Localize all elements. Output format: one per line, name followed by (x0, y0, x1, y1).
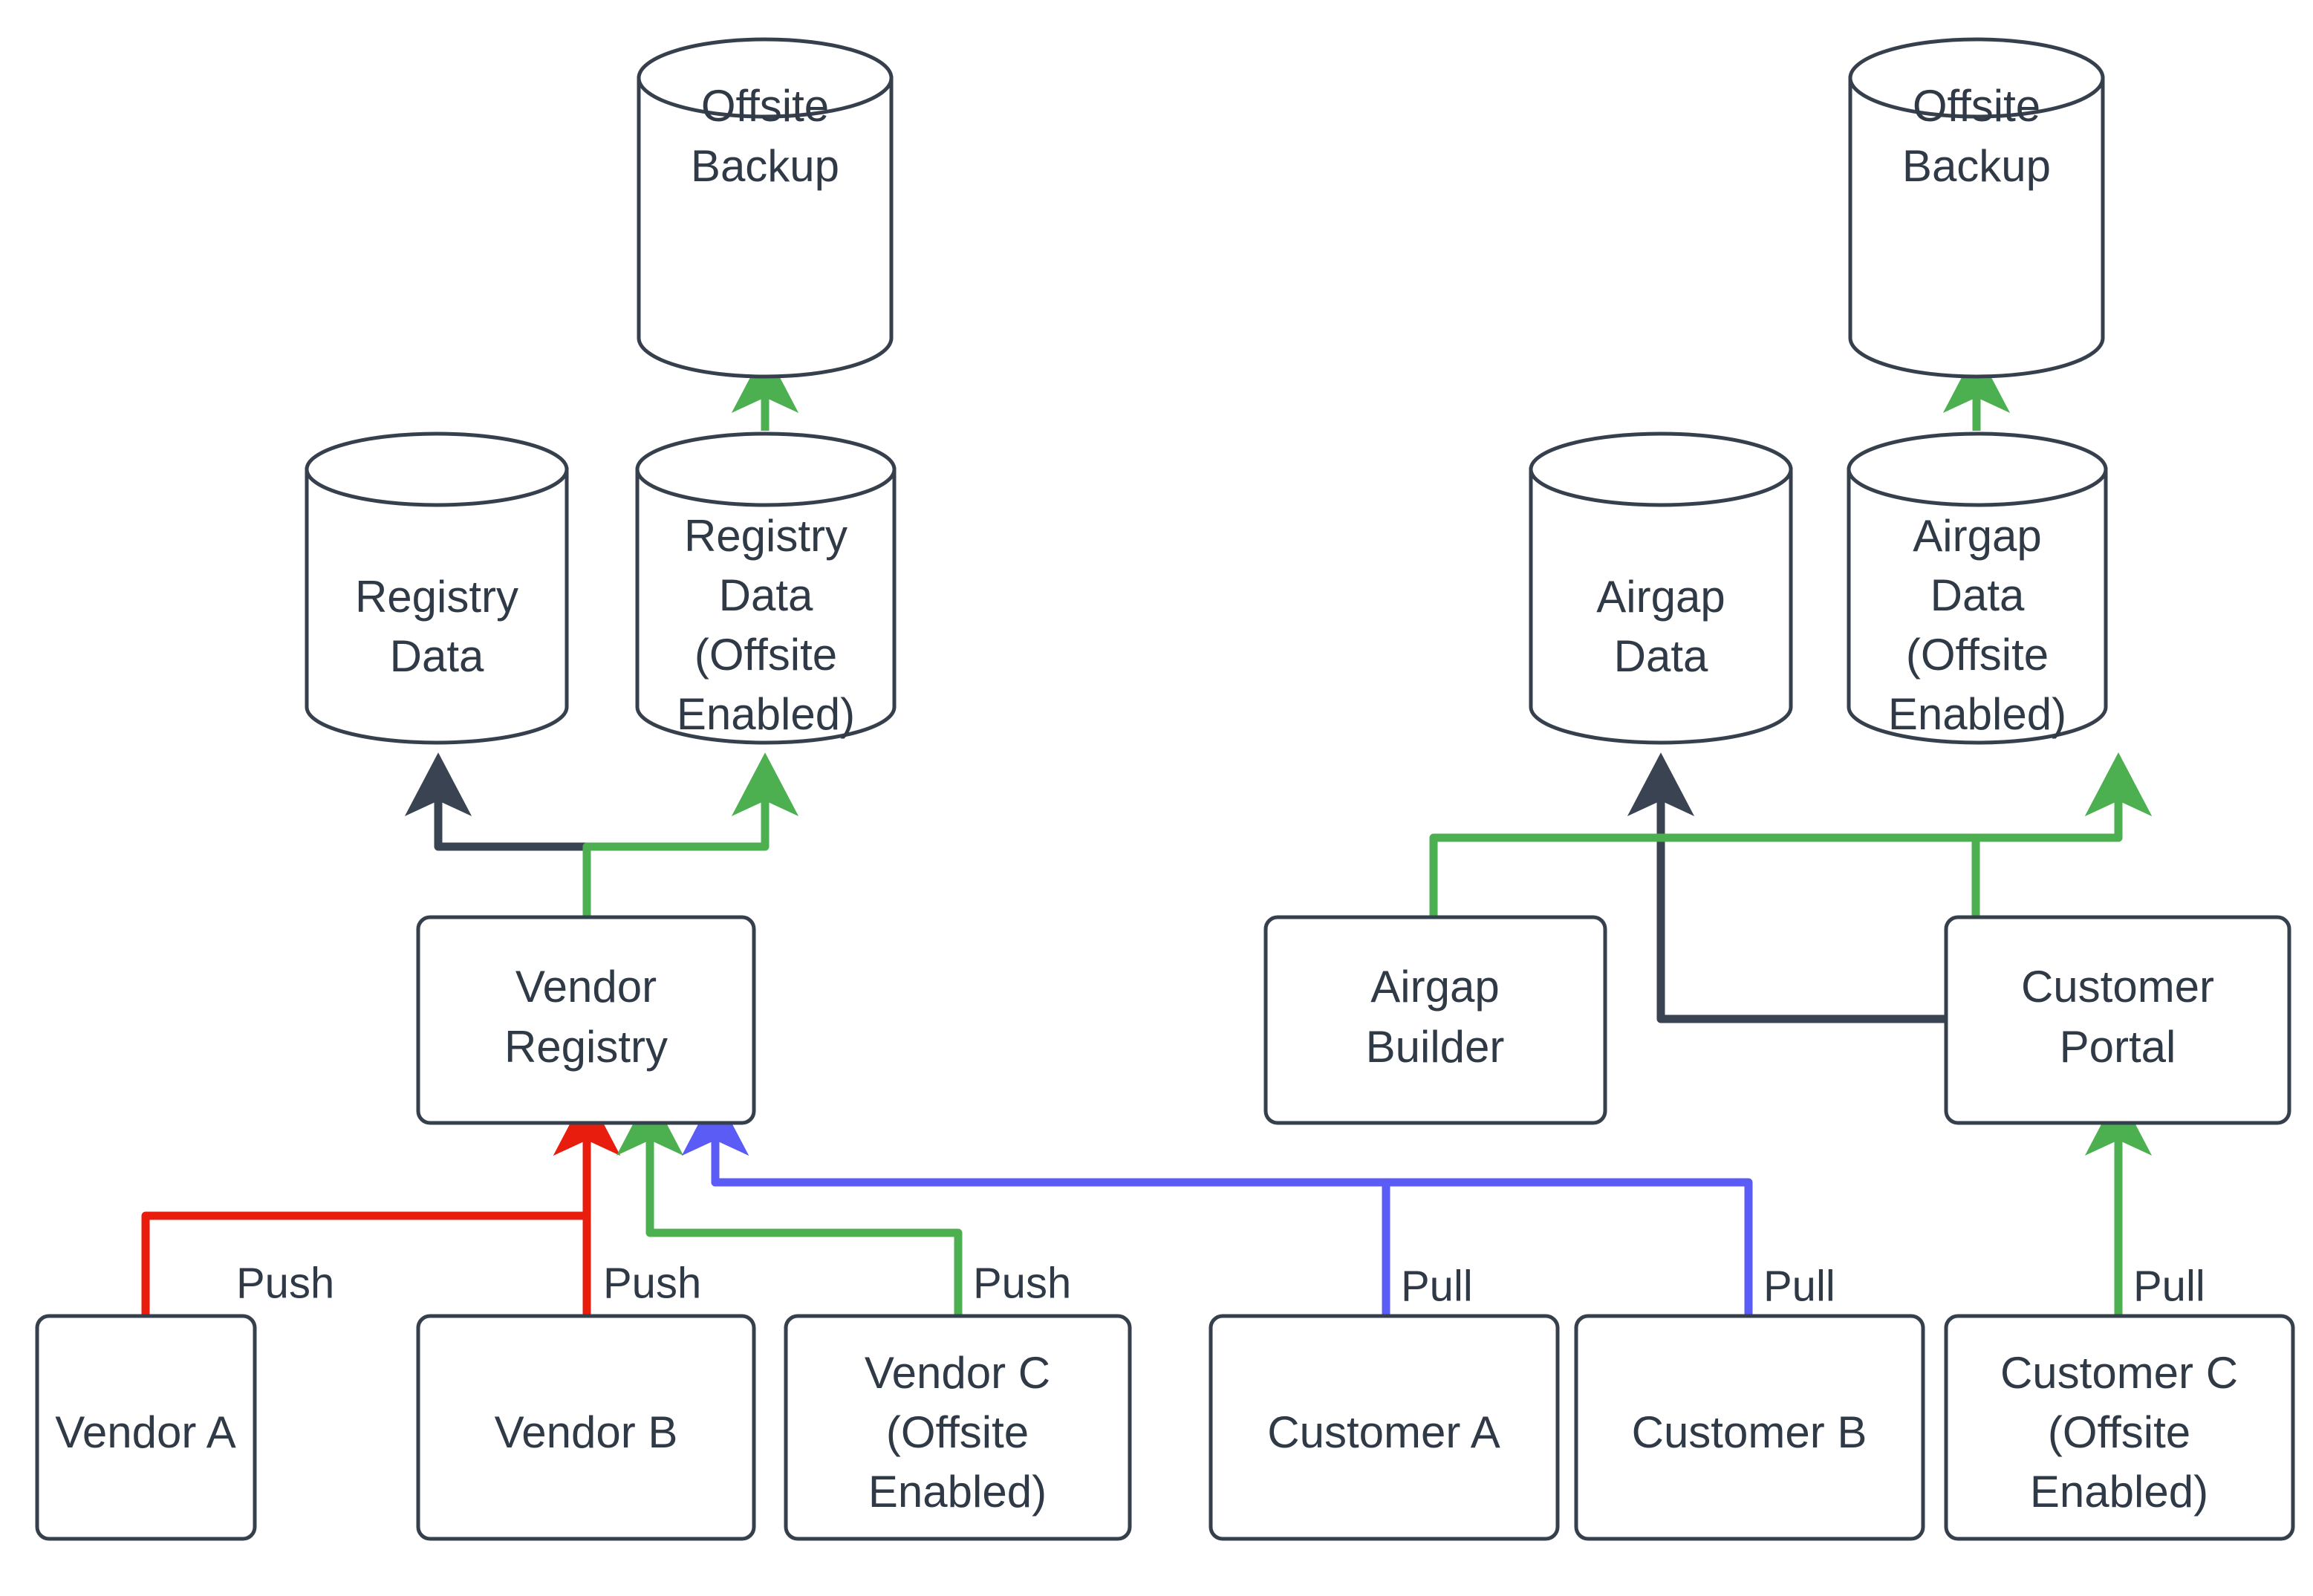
cylinder-top (305, 431, 569, 507)
node-label-line2: Data (719, 570, 813, 620)
node-label-line1: Offsite (701, 81, 829, 131)
node-label-line1: Customer (2021, 962, 2214, 1012)
node-label-line1: Airgap (1913, 511, 2041, 561)
node-label-line3: Enabled) (868, 1467, 1047, 1517)
cylinder-top (1529, 431, 1793, 507)
node-box (784, 1314, 1132, 1541)
cylinder-body (1847, 467, 2108, 745)
node-label-line2: (Offsite (2048, 1407, 2190, 1457)
node-vendor-b[interactable]: Vendor B (416, 1314, 756, 1541)
node-label-line3: (Offsite (694, 630, 837, 680)
edge-vendor-c-to-vendor-registry (616, 1092, 963, 1316)
node-label-line2: Registry (504, 1022, 668, 1072)
node-box (35, 1314, 257, 1541)
node-box (1944, 915, 2291, 1125)
node-label-line2: Portal (2060, 1022, 2176, 1072)
node-vendor-a[interactable]: Vendor A (35, 1314, 257, 1541)
node-label-line2: Backup (1902, 141, 2051, 191)
edge-label-pull-2: Pull (1763, 1262, 1835, 1310)
node-label-line1: Customer B (1632, 1407, 1867, 1457)
node-label-line2: Data (1614, 631, 1708, 681)
node-label-line1: Vendor C (865, 1348, 1050, 1398)
node-box (416, 1314, 756, 1541)
node-label-line3: (Offsite (1906, 630, 2049, 680)
node-label-line2: Data (390, 631, 484, 681)
node-label-line1: Registry (355, 572, 518, 622)
node-label-line2: Data (1930, 570, 2025, 620)
node-label-line1: Airgap (1370, 962, 1499, 1012)
node-box (1263, 915, 1607, 1125)
node-offsite-backup-right[interactable]: Offsite Backup (1848, 37, 2105, 379)
node-offsite-backup-left[interactable]: Offsite Backup (637, 37, 894, 379)
node-vendor-registry[interactable]: Vendor Registry (416, 915, 756, 1125)
edge-customer-portal-to-airgap-data-offsite (1971, 752, 2153, 917)
node-label-line1: Vendor A (55, 1407, 236, 1457)
node-label-line1: Customer C (2000, 1348, 2238, 1398)
node-label-line1: Customer A (1267, 1407, 1500, 1457)
cylinder-body (305, 467, 569, 745)
node-layer: Offsite Backup Registry Data Registry Da… (35, 37, 2295, 1541)
edge-customer-b-to-vendor-registry (681, 1092, 1753, 1316)
node-label-line2: Builder (1366, 1022, 1505, 1072)
node-box (1574, 1314, 1925, 1541)
node-label-line1: Airgap (1596, 572, 1725, 622)
node-registry-data[interactable]: Registry Data (305, 431, 569, 745)
cylinder-body (635, 467, 897, 745)
edge-vendor-registry-to-registry-data-offsite (582, 752, 799, 917)
node-label-line4: Enabled) (1888, 689, 2066, 739)
node-label-line3: Enabled) (2030, 1467, 2208, 1517)
cylinder-body (1848, 76, 2105, 379)
node-label-line1: Registry (684, 511, 848, 561)
edge-layer (141, 349, 2153, 1316)
edge-label-layer: Push Push Push Pull Pull Pull (236, 1259, 2205, 1310)
edge-customer-portal-to-airgap-data (1627, 752, 1946, 1023)
cylinder-body (637, 76, 894, 379)
node-customer-a[interactable]: Customer A (1208, 1314, 1560, 1541)
cylinder-top (637, 37, 894, 119)
node-label-line2: Backup (691, 141, 839, 191)
node-airgap-data-offsite[interactable]: Airgap Data (Offsite Enabled) (1847, 431, 2108, 745)
node-label-line1: Vendor B (495, 1407, 678, 1457)
node-customer-c[interactable]: Customer C (Offsite Enabled) (1944, 1314, 2295, 1541)
node-label-line2: (Offsite (886, 1407, 1029, 1457)
node-box (1208, 1314, 1560, 1541)
cylinder-top (1848, 37, 2105, 119)
node-customer-portal[interactable]: Customer Portal (1944, 915, 2291, 1125)
node-airgap-data[interactable]: Airgap Data (1529, 431, 1793, 745)
edge-label-push-2: Push (603, 1259, 701, 1307)
node-label-line1: Vendor (515, 962, 657, 1012)
node-label-line1: Offsite (1913, 81, 2040, 131)
cylinder-top (635, 431, 897, 507)
node-vendor-c[interactable]: Vendor C (Offsite Enabled) (784, 1314, 1132, 1541)
node-registry-data-offsite[interactable]: Registry Data (Offsite Enabled) (635, 431, 897, 745)
edge-label-pull-3: Pull (2133, 1262, 2205, 1310)
edge-label-push-3: Push (973, 1259, 1071, 1307)
edge-label-push-1: Push (236, 1259, 334, 1307)
node-label-line4: Enabled) (677, 689, 855, 739)
cylinder-top (1847, 431, 2108, 507)
node-box (416, 915, 756, 1125)
cylinder-body (1529, 467, 1793, 745)
node-airgap-builder[interactable]: Airgap Builder (1263, 915, 1607, 1125)
node-box (1944, 1314, 2295, 1541)
node-customer-b[interactable]: Customer B (1574, 1314, 1925, 1541)
edge-label-pull-1: Pull (1401, 1262, 1473, 1310)
